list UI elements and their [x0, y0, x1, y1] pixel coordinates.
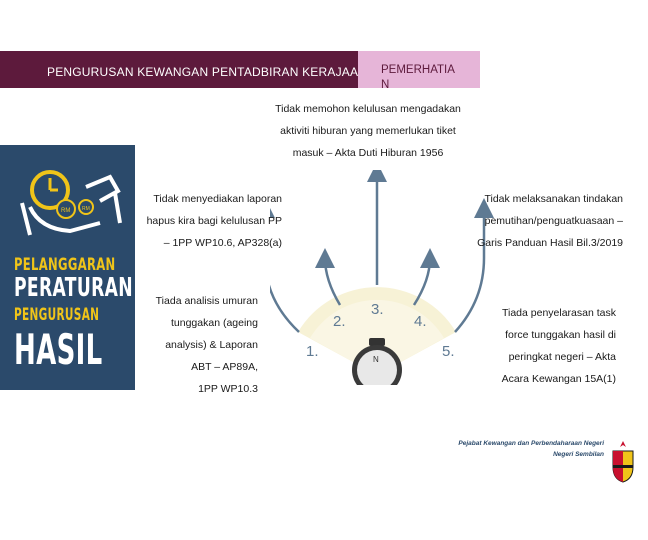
gauge-label-1: 1.	[306, 343, 319, 360]
finding-left-1: Tidak menyediakan laporan hapus kira bag…	[146, 193, 282, 249]
arrow-to-right-1	[454, 198, 494, 333]
state-crest-icon	[612, 441, 634, 483]
finding-right-1: Tidak melaksanakan tindakan pemutihan/pe…	[477, 193, 623, 249]
finding-left-2: Tiada analisis umuran tunggakan (ageing …	[155, 295, 258, 395]
footer-line-2: Negeri Sembilan	[553, 451, 604, 458]
footer-organization: Pejabat Kewangan dan Perbendaharaan Nege…	[400, 438, 604, 460]
finding-top: Tidak memohon kelulusan mengadakan aktiv…	[275, 103, 461, 159]
gauge-label-4: 4.	[414, 313, 427, 330]
money-clock-icon: RM RM	[20, 170, 122, 236]
finding-right-2: Tiada penyelarasan task force tunggakan …	[501, 307, 616, 385]
poster-line-4: HASIL	[14, 325, 103, 374]
gauge-label-5: 5.	[442, 343, 455, 360]
poster-line-1: PELANGGARAN	[14, 255, 116, 275]
header-left-title: PENGURUSAN KEWANGAN PENTADBIRAN KERAJAAN…	[47, 65, 358, 79]
violation-poster: RM RM PELANGGARAN PERATURAN PENGURUSAN H…	[0, 145, 135, 390]
arrow-to-left-2	[315, 248, 342, 306]
gauge-label-3: 3.	[371, 301, 384, 318]
arrow-to-right-2	[412, 248, 440, 306]
header-right-title: PEMERHATIAN	[381, 64, 455, 88]
compass-icon: N	[352, 338, 402, 385]
coin-label: RM	[61, 208, 70, 214]
gauge-label-2: 2.	[333, 313, 346, 330]
coin-label-small: RM	[82, 206, 90, 212]
arrow-to-left-1	[270, 198, 300, 333]
header-left-bar: PENGURUSAN KEWANGAN PENTADBIRAN KERAJAAN…	[0, 51, 358, 88]
poster-line-2: PERATURAN	[14, 273, 133, 303]
poster-line-3: PENGURUSAN	[14, 305, 100, 325]
footer-line-1: Pejabat Kewangan dan Perbendaharaan Nege…	[458, 440, 604, 447]
compass-north-label: N	[373, 355, 379, 364]
gauge-diagram: 1. 2. 3. 4. 5. N	[270, 170, 494, 385]
header-right-bar: PEMERHATIAN	[358, 51, 480, 88]
